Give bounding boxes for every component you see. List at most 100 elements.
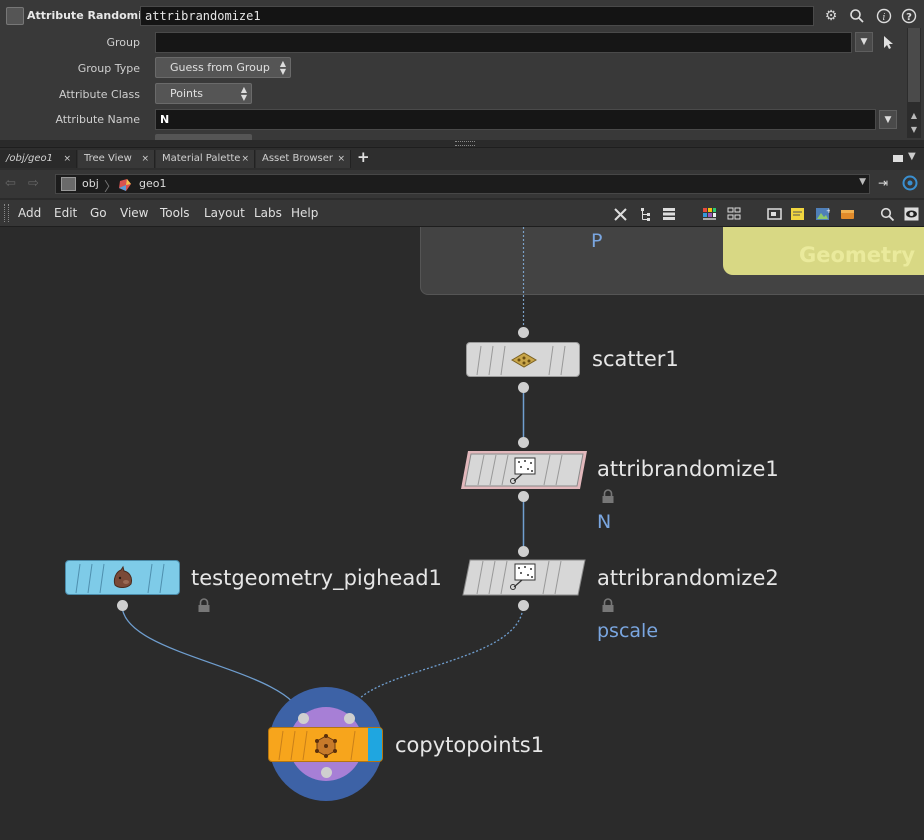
menu-layout[interactable]: Layout: [204, 206, 245, 220]
wire-attribrandomize2-to-copytopoints[interactable]: [348, 604, 524, 719]
parameter-header: Attribute Randomize attribrandomize1 ⚙ i…: [0, 2, 924, 28]
path-geo[interactable]: geo1: [139, 177, 167, 190]
close-icon[interactable]: ×: [141, 154, 149, 164]
group-type-menu[interactable]: Guess from Group ▲▼: [155, 57, 291, 78]
attribrandomize2-input-port[interactable]: [518, 546, 529, 557]
svg-text:i: i: [883, 13, 886, 23]
color-palette-icon[interactable]: [702, 206, 717, 220]
group-type-label: Group Type: [77, 62, 140, 75]
attribrandomize1-node-name[interactable]: attribrandomize1: [597, 457, 779, 481]
tree-icon[interactable]: [639, 206, 654, 221]
scroll-up-icon[interactable]: ▲: [910, 111, 918, 120]
search-icon[interactable]: [849, 8, 865, 24]
path-obj[interactable]: obj: [82, 177, 99, 190]
next-param-menu[interactable]: [155, 134, 252, 142]
attribrandomize2-output-port[interactable]: [518, 600, 529, 611]
attribrandomize2-node-name[interactable]: attribrandomize2: [597, 566, 779, 590]
select-arrow-icon[interactable]: [880, 34, 896, 50]
eye-icon[interactable]: [904, 206, 919, 221]
background-image-icon[interactable]: +: [815, 206, 832, 220]
link-icon[interactable]: [902, 175, 918, 191]
lock-icon[interactable]: [601, 489, 615, 504]
testgeometry-node[interactable]: [65, 560, 180, 595]
group-type-value: Guess from Group: [170, 61, 270, 74]
group-input[interactable]: [155, 32, 852, 53]
network-box-icon[interactable]: [767, 206, 782, 220]
obj-context-icon: [61, 177, 76, 191]
attribute-name-input[interactable]: N: [155, 109, 876, 130]
copytopoints-input-port-1[interactable]: [298, 713, 309, 724]
node-name-input[interactable]: attribrandomize1: [140, 6, 814, 26]
menu-add[interactable]: Add: [18, 206, 42, 220]
network-box-note[interactable]: Geometry: [723, 227, 924, 275]
group-dropdown-button[interactable]: ▼: [855, 32, 873, 52]
node-stripes: [278, 728, 382, 761]
attribrandomize1-output-port[interactable]: [518, 491, 529, 502]
splitter-grip[interactable]: [455, 141, 475, 146]
sticky-note-icon[interactable]: [790, 206, 805, 220]
scrollbar-thumb[interactable]: [908, 28, 920, 102]
wire-testgeometry-to-copytopoints[interactable]: [121, 604, 304, 719]
help-icon[interactable]: ?: [901, 8, 917, 24]
menu-labs[interactable]: Labs: [254, 206, 282, 220]
back-arrow-icon[interactable]: ⇦: [5, 176, 16, 191]
pane-menu-icon[interactable]: ▼: [908, 151, 916, 162]
testgeometry-node-name[interactable]: testgeometry_pighead1: [191, 566, 442, 590]
node-type-icon[interactable]: [6, 7, 24, 25]
close-icon[interactable]: ×: [241, 154, 249, 164]
tab-bar: /obj/geo1 × Tree View × Material Palette…: [0, 147, 924, 170]
gear-icon[interactable]: ⚙: [824, 8, 838, 24]
tab-tree-view[interactable]: Tree View ×: [78, 150, 155, 168]
add-tab-button[interactable]: +: [357, 148, 370, 166]
tab-label: Material Palette: [162, 153, 241, 164]
copytopoints-input-port-2[interactable]: [344, 713, 355, 724]
close-icon[interactable]: ×: [337, 154, 345, 164]
list-view-icon[interactable]: [662, 206, 677, 220]
menu-view[interactable]: View: [120, 206, 149, 220]
attribrandomize2-attribute-flag: pscale: [597, 620, 659, 642]
path-dropdown-icon[interactable]: ▼: [859, 177, 866, 187]
pin-icon[interactable]: ⇥: [878, 176, 889, 190]
asset-icon[interactable]: [840, 206, 855, 220]
copytopoints-node-name[interactable]: copytopoints1: [395, 733, 545, 757]
lock-icon[interactable]: [197, 598, 211, 613]
network-editor[interactable]: Geometry P scatter1 attribrandomize1 N: [0, 227, 924, 840]
path-bar: ⇦ ⇨ obj 〉 geo1 ▼ ⇥: [0, 170, 924, 198]
attribrandomize2-node[interactable]: [461, 559, 587, 597]
scroll-down-icon[interactable]: ▼: [910, 125, 918, 134]
tab-asset-browser[interactable]: Asset Browser ×: [256, 150, 351, 168]
attribute-class-menu[interactable]: Points ▲▼: [155, 83, 252, 104]
testgeometry-output-port[interactable]: [117, 600, 128, 611]
tab-label: Tree View: [84, 153, 132, 164]
scatter-node[interactable]: [466, 342, 580, 377]
geo-context-icon: [118, 177, 133, 191]
search-icon[interactable]: [880, 206, 895, 222]
svg-text:?: ?: [906, 12, 912, 23]
menu-help[interactable]: Help: [291, 206, 319, 220]
attribrandomize1-input-port[interactable]: [518, 437, 529, 448]
attribute-name-dropdown-button[interactable]: ▼: [879, 110, 897, 129]
lock-icon[interactable]: [601, 598, 615, 613]
scatter-node-name[interactable]: scatter1: [592, 347, 679, 371]
copytopoints-node[interactable]: [268, 727, 383, 762]
attribrandomize1-node[interactable]: [459, 449, 589, 491]
menu-edit[interactable]: Edit: [54, 206, 78, 220]
tab-material-palette[interactable]: Material Palette ×: [156, 150, 255, 168]
close-icon[interactable]: ×: [63, 154, 71, 164]
tab-network[interactable]: /obj/geo1 ×: [0, 150, 77, 168]
info-icon[interactable]: i: [876, 8, 892, 24]
menu-tools[interactable]: Tools: [160, 206, 190, 220]
attribute-name-label: Attribute Name: [55, 113, 140, 126]
path-field[interactable]: obj 〉 geo1 ▼: [55, 174, 870, 195]
scatter-input-port[interactable]: [518, 327, 529, 338]
param-scrollbar[interactable]: ▲ ▼: [907, 28, 921, 138]
shape-palette-icon[interactable]: [727, 206, 742, 220]
forward-arrow-icon[interactable]: ⇨: [28, 176, 39, 191]
maximize-pane-icon[interactable]: [893, 155, 903, 162]
copytopoints-output-port[interactable]: [321, 767, 332, 778]
node-type-label: Attribute Randomize: [27, 9, 156, 22]
pane-splitter[interactable]: [0, 140, 924, 146]
menu-go[interactable]: Go: [90, 206, 107, 220]
wrench-icon[interactable]: [613, 206, 628, 221]
scatter-output-port[interactable]: [518, 382, 529, 393]
